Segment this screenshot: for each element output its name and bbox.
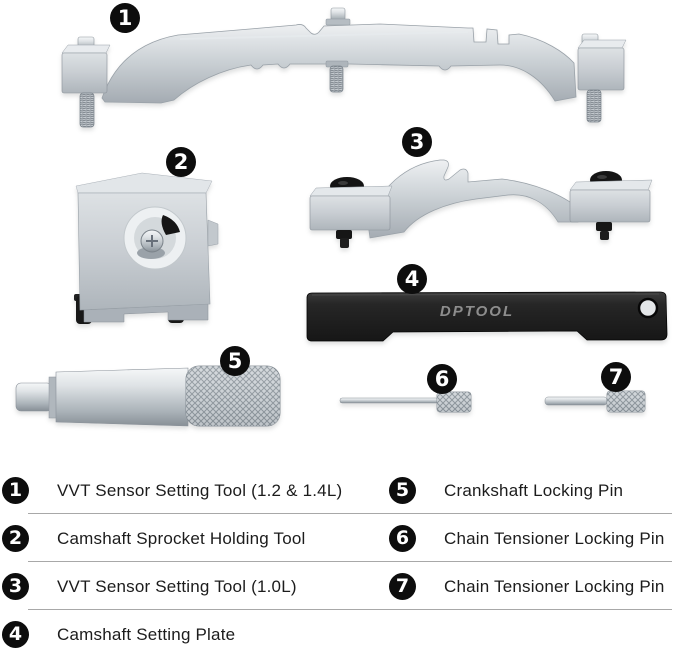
legend-number-badge-3: 3 [2, 573, 29, 600]
tool-1-center-hanging-bolt [325, 60, 349, 93]
legend-item-5: 5 Crankshaft Locking Pin [389, 477, 623, 504]
tool-7-knurled-head [606, 390, 646, 413]
legend-label-3: VVT Sensor Setting Tool (1.0L) [57, 576, 297, 596]
tool-2-illustration-camshaft-sprocket-holding-tool [74, 172, 219, 324]
legend-label-6: Chain Tensioner Locking Pin [444, 528, 665, 548]
legend-divider-3 [28, 609, 672, 610]
tool-1-top-center-bolt [325, 7, 351, 26]
tool-1-left-end-block [61, 36, 111, 128]
legend-label-4: Camshaft Setting Plate [57, 624, 236, 644]
tool-7-number-badge: 7 [601, 362, 631, 392]
tool-2-top-face [75, 172, 213, 194]
tool-1-left-threaded-stud [79, 92, 95, 128]
legend-label-2: Camshaft Sprocket Holding Tool [57, 528, 306, 548]
legend-number-badge-2: 2 [2, 525, 29, 552]
tool-2-number-badge: 2 [166, 147, 196, 177]
tool-6-knurled-head [436, 391, 472, 413]
legend-item-2: 2 Camshaft Sprocket Holding Tool [2, 525, 306, 552]
tool-1-highlight [179, 31, 469, 40]
tool-6-illustration-chain-tensioner-locking-pin [339, 391, 472, 413]
legend-number-badge-5: 5 [389, 477, 416, 504]
tool-3-illustration-vvt-sensor-setting-tool-small [309, 159, 653, 248]
tool-7-rod [544, 396, 608, 406]
tool-6-rod [339, 397, 439, 404]
dptool-brand-text: DPTOOL [440, 303, 514, 320]
legend-item-4: 4 Camshaft Setting Plate [2, 621, 235, 648]
tool-4-hanging-hole [637, 297, 659, 319]
tool-5-illustration-crankshaft-locking-pin [15, 365, 281, 427]
tool-1-number-badge: 1 [110, 3, 140, 33]
legend-label-1: VVT Sensor Setting Tool (1.2 & 1.4L) [57, 480, 343, 500]
tool-5-tip [15, 382, 53, 412]
tool-6-number-badge: 6 [427, 364, 457, 394]
legend-label-5: Crankshaft Locking Pin [444, 480, 624, 500]
legend-number-badge-7: 7 [389, 573, 416, 600]
tool-5-shaft [55, 367, 189, 427]
legend-label-7: Chain Tensioner Locking Pin [444, 576, 665, 596]
tool-3-number-badge: 3 [402, 127, 432, 157]
legend-divider-1 [28, 513, 672, 514]
legend-divider-2 [28, 561, 672, 562]
tool-4-illustration-camshaft-setting-plate: DPTOOL [306, 291, 668, 342]
tool-2-center-recess [123, 206, 187, 270]
tool-5-knurled-grip [185, 365, 281, 427]
tool-2-side-tab [207, 219, 219, 247]
legend-number-badge-4: 4 [2, 621, 29, 648]
tool-3-left-end-block [309, 177, 393, 248]
tool-1-right-end-block [577, 33, 627, 123]
tool-3-right-end-block [569, 171, 653, 240]
legend-item-1: 1 VVT Sensor Setting Tool (1.2 & 1.4L) [2, 477, 342, 504]
legend-item-7: 7 Chain Tensioner Locking Pin [389, 573, 665, 600]
tool-4-plate-body [306, 291, 668, 342]
legend-item-6: 6 Chain Tensioner Locking Pin [389, 525, 665, 552]
tool-5-number-badge: 5 [220, 346, 250, 376]
tool-7-illustration-chain-tensioner-locking-pin [544, 390, 646, 413]
legend-item-3: 3 VVT Sensor Setting Tool (1.0L) [2, 573, 297, 600]
tool-4-number-badge: 4 [397, 264, 427, 294]
tool-3-arch-body [367, 159, 579, 239]
tool-1-illustration-vvt-sensor-setting-tool-large [61, 7, 627, 128]
tool-2-black-wedge-mark [161, 215, 180, 235]
legend-number-badge-1: 1 [2, 477, 29, 504]
legend-number-badge-6: 6 [389, 525, 416, 552]
tool-1-right-threaded-stud [586, 89, 602, 123]
